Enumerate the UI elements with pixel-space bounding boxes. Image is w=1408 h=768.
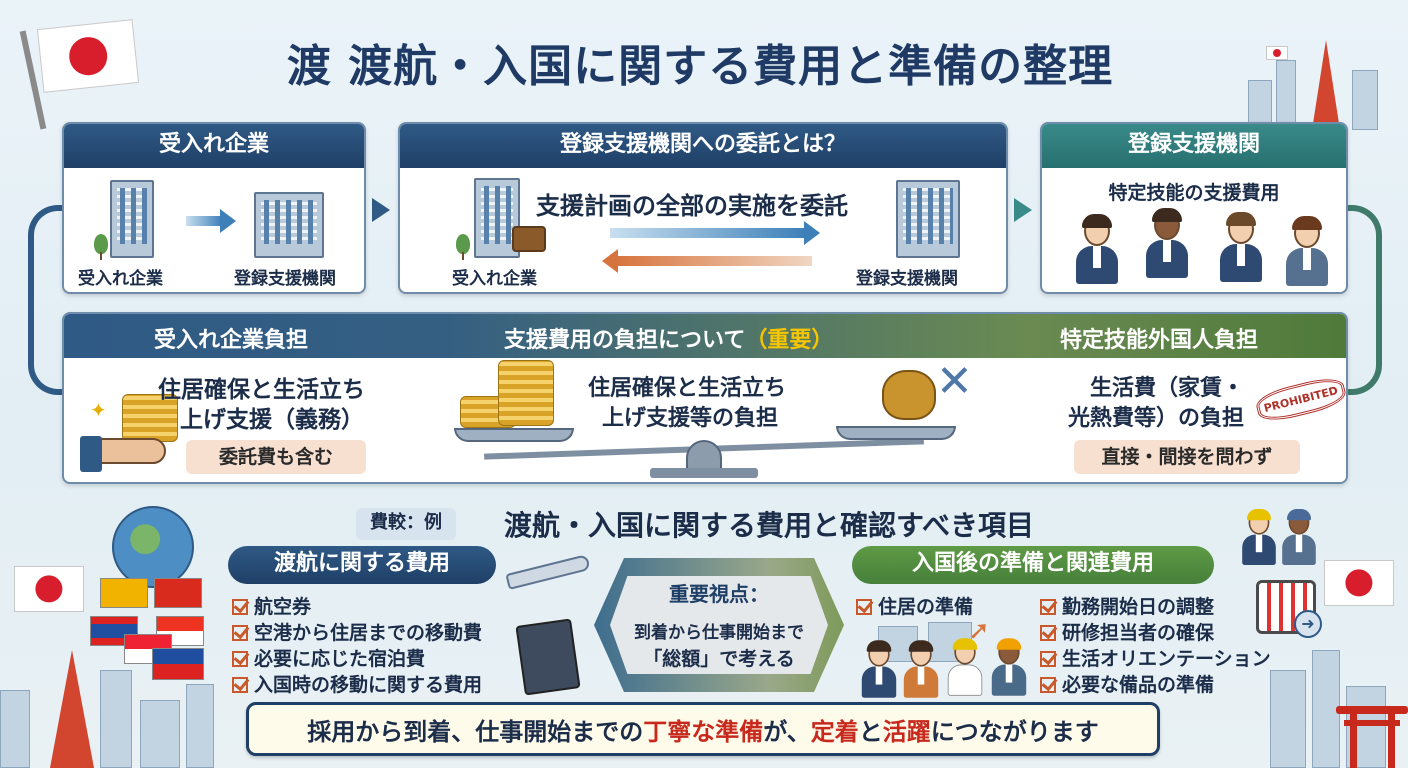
footer-message: 採用から到着、仕事開始までの丁寧な準備が、定着と活躍につながります	[307, 718, 1099, 746]
left-flow-connector	[28, 205, 70, 395]
workers-icon	[1218, 504, 1328, 568]
sparkle-icon: ✦	[90, 398, 107, 422]
right-burden-header: 特定技能外国人負担	[1060, 328, 1259, 353]
right-burden-line2: 光熱費等）の負担	[1068, 406, 1245, 431]
left-burden-line2: 上げ支援（義務）	[180, 407, 364, 433]
tree-icon	[94, 234, 108, 260]
footer-banner	[246, 702, 1160, 756]
key-viewpoint-line1: 到着から仕事開始まで	[634, 623, 804, 643]
center-burden-header: 支援費用の負担について（重要）	[504, 322, 833, 354]
money-bag-icon	[882, 370, 936, 420]
arrival-prep-item: 研修担当者の確保	[1040, 618, 1214, 645]
country-flags-icon	[90, 578, 210, 682]
footer-accent-retention: 定着	[810, 718, 859, 746]
section-tag: 費較：例	[356, 508, 456, 540]
tokyo-skyline-top-right	[1248, 40, 1398, 130]
curved-arrow-icon: ➚	[968, 616, 990, 646]
travel-cost-item: 必要に応じた宿泊費	[232, 644, 425, 671]
arrival-prep-item: 勤務開始日の調整	[1040, 592, 1214, 619]
staff-person-icon	[1286, 216, 1328, 286]
agency-subtitle: 特定技能の支援費用	[1108, 182, 1280, 204]
briefcase-icon	[512, 226, 546, 252]
arrow-circle-icon: ➜	[1294, 610, 1322, 638]
prohibited-stamp: PROHIBITED	[1253, 373, 1346, 426]
chevron-right-icon	[372, 198, 390, 222]
travel-costs-header: 渡航に関する費用	[228, 546, 496, 584]
delegation-arrow-icon	[610, 221, 820, 245]
agency-building-icon	[896, 180, 960, 258]
agency-panel: 登録支援機関 特定技能の支援費用	[1040, 122, 1348, 294]
key-viewpoint-line2: 「総額」で考える	[643, 648, 795, 670]
burden-panel: 受入れ企業負担 支援費用の負担について（重要） 特定技能外国人負担 ✦ 住居確保…	[62, 312, 1348, 484]
key-viewpoint-inner	[610, 576, 828, 674]
japan-flag-icon	[36, 19, 140, 93]
city-buildings-right	[1180, 650, 1408, 768]
staff-person-icon	[1146, 208, 1188, 278]
sleeve-icon	[80, 436, 102, 472]
coin-stack-icon	[498, 360, 554, 426]
company-panel-header: 受入れ企業	[64, 124, 364, 168]
torii-gate-icon	[1336, 706, 1408, 768]
delegation-caption: 支援計画の全部の実施を委託	[536, 192, 848, 220]
company-panel: 受入れ企業 受入れ企業 登録支援機関	[62, 122, 366, 294]
agency-panel-header: 登録支援機関	[1042, 124, 1346, 168]
company-building-icon	[110, 180, 154, 258]
delegation-panel-header: 登録支援機関への委託とは？	[400, 124, 1006, 168]
return-arrow-icon	[602, 249, 812, 273]
arrival-prep-item: 必要な備品の準備	[1040, 670, 1214, 697]
right-burden-pill: 直接・間接を問わず	[1074, 440, 1300, 474]
staff-person-icon	[1076, 214, 1118, 284]
workers-group-icon	[858, 622, 1032, 698]
tree-icon	[456, 234, 470, 260]
company-building-icon	[474, 178, 520, 258]
japan-flag-icon	[14, 566, 84, 612]
to-label: 登録支援機関	[234, 269, 336, 289]
delegation-panel: 登録支援機関への委託とは？ 支援計画の全部の実施を委託 受入れ企業 登録支援機関	[398, 122, 1008, 294]
agency-building-icon	[254, 192, 324, 258]
right-label: 登録支援機関	[856, 269, 958, 289]
left-label: 受入れ企業	[452, 269, 537, 289]
chevron-right-icon	[1014, 198, 1032, 222]
coin-stack-icon	[122, 394, 178, 442]
from-label: 受入れ企業	[78, 269, 163, 289]
cross-mark-icon: ✕	[936, 356, 973, 407]
travel-cost-item: 入国時の移動に関する費用	[232, 670, 482, 697]
center-burden-line2: 上げ支援等の負担	[602, 406, 779, 431]
arrival-prep-item: 住居の準備	[856, 592, 973, 619]
footer-accent-success: 活躍	[882, 718, 931, 746]
hand-icon	[92, 438, 166, 464]
left-burden-line1: 住居確保と生活立ち	[158, 377, 365, 403]
center-header-accent: （重要）	[745, 328, 834, 353]
globe-icon	[112, 506, 194, 588]
travel-cost-item: 航空券	[232, 592, 311, 619]
left-burden-header: 受入れ企業負担	[154, 328, 309, 353]
left-burden-pill: 委託費も含む	[186, 440, 366, 474]
balance-scale-icon	[444, 384, 964, 480]
page-title: 渡 渡航・入国に関する費用と準備の整理	[286, 41, 1114, 92]
japan-flag-icon	[1324, 560, 1394, 606]
passport-icon	[515, 618, 581, 696]
airplane-icon	[505, 554, 591, 590]
footer-accent-careful-prep: 丁寧な準備	[643, 718, 764, 746]
center-header-main: 支援費用の負担について	[504, 328, 746, 353]
right-burden-line1: 生活費（家賃・	[1090, 376, 1245, 401]
key-viewpoint-heading: 重要視点：	[669, 582, 769, 606]
right-flow-connector	[1340, 205, 1382, 395]
staff-person-icon	[1220, 212, 1262, 282]
center-burden-line1: 住居確保と生活立ち	[588, 376, 787, 401]
arrival-prep-header: 入国後の準備と関連費用	[852, 546, 1214, 584]
city-buildings-left	[0, 660, 240, 768]
travel-cost-item: 空港から住居までの移動費	[232, 618, 482, 645]
burden-header-bar	[64, 314, 1346, 358]
section-title: 渡航・入国に関する費用と確認すべき項目	[504, 509, 1035, 542]
tokyo-tower-icon	[50, 650, 94, 768]
flow-arrow-icon	[186, 209, 236, 233]
arrival-prep-item: 生活オリエンテーション	[1040, 644, 1271, 671]
